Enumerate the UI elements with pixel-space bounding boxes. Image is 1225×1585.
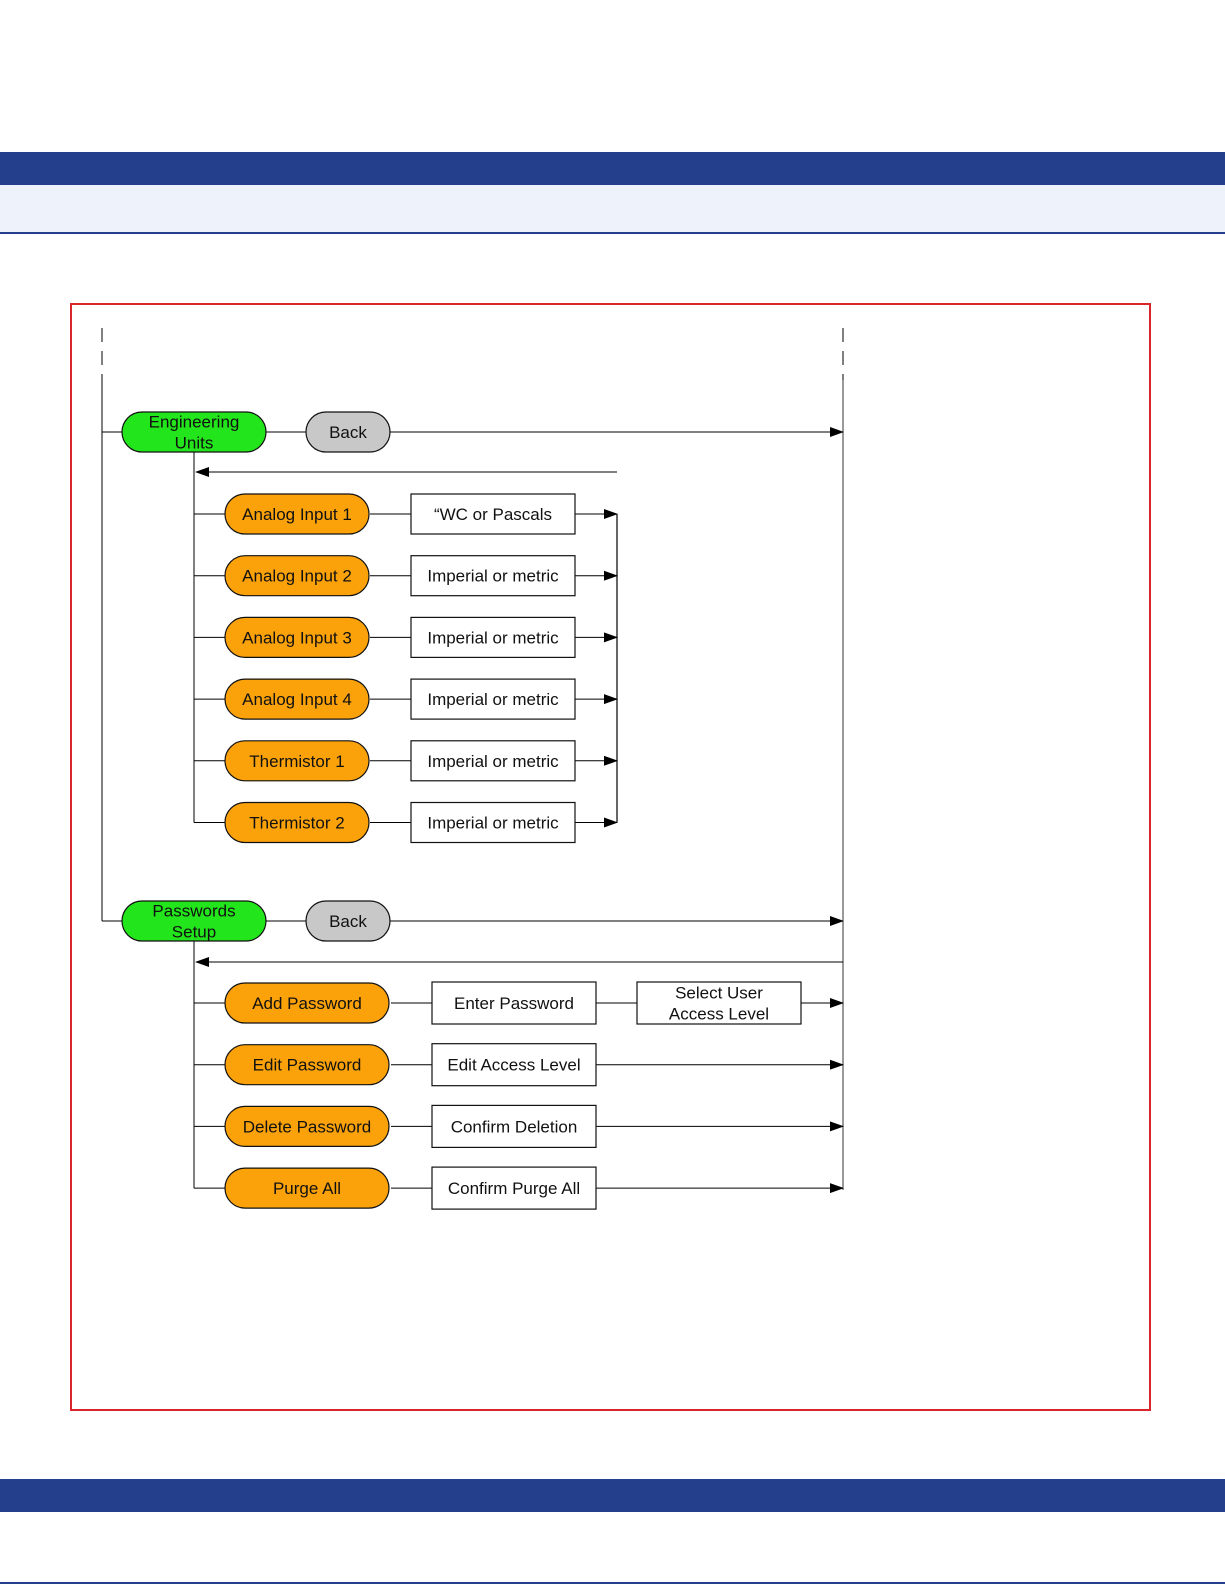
- eu-value-box-1-shape: [410, 493, 576, 535]
- ps-item-node-1[interactable]: Add Password: [224, 982, 390, 1024]
- footer-band: [0, 1479, 1225, 1512]
- header-band: [0, 152, 1225, 185]
- ps-step-box-1-1-shape: [431, 981, 597, 1025]
- eu-value-box-2: Imperial or metric: [410, 555, 576, 597]
- ps-step-box-2-1-label: Edit Access Level: [447, 1056, 580, 1075]
- ps-item-node-4[interactable]: Purge All: [224, 1167, 390, 1209]
- ps-step-box-4-1-shape: [431, 1166, 597, 1210]
- eu-item-node-6-shape: [224, 801, 370, 844]
- ps-step-box-2-1-shape: [431, 1043, 597, 1087]
- eu-value-box-4: Imperial or metric: [410, 678, 576, 720]
- ps-step-box-1-1: Enter Password: [431, 981, 597, 1025]
- eu-item-node-1-shape: [224, 493, 370, 535]
- eu-item-node-5[interactable]: Thermistor 1: [224, 740, 370, 782]
- eu-value-box-2-shape: [410, 555, 576, 597]
- passwords-setup-node-shape: [121, 900, 267, 942]
- diagram-frame: [70, 303, 1151, 1411]
- ps-step-box-3-1-label: Confirm Deletion: [451, 1117, 578, 1136]
- eu-value-box-3: Imperial or metric: [410, 616, 576, 659]
- eu-item-node-5-shape: [224, 740, 370, 782]
- eu-value-box-1-label: “WC or Pascals: [434, 505, 552, 524]
- ps-item-node-2-label: Edit Password: [253, 1056, 362, 1075]
- engineering-units-node-label-line1: Engineering: [149, 413, 240, 432]
- eu-item-node-4-label: Analog Input 4: [242, 690, 352, 709]
- eu-item-node-1-label: Analog Input 1: [242, 505, 352, 524]
- eu-item-node-6-label: Thermistor 2: [249, 814, 344, 833]
- ps-item-node-3-label: Delete Password: [243, 1117, 372, 1136]
- passwords-setup-node-label-line1: Passwords: [152, 902, 235, 921]
- ps-item-node-2[interactable]: Edit Password: [224, 1044, 390, 1086]
- eu-item-node-1[interactable]: Analog Input 1: [224, 493, 370, 535]
- eu-item-node-3-shape: [224, 616, 370, 659]
- ps-step-box-4-1-label: Confirm Purge All: [448, 1179, 580, 1198]
- eu-value-box-3-shape: [410, 616, 576, 659]
- engineering-units-node-shape: [121, 411, 267, 453]
- eu-value-box-5-label: Imperial or metric: [427, 752, 559, 771]
- eu-value-box-3-label: Imperial or metric: [427, 628, 559, 647]
- ps-item-node-3[interactable]: Delete Password: [224, 1105, 390, 1148]
- eu-value-box-4-shape: [410, 678, 576, 720]
- ps-item-node-1-shape: [224, 982, 390, 1024]
- eu-value-box-5-shape: [410, 740, 576, 782]
- eu-value-box-6: Imperial or metric: [410, 801, 576, 844]
- eu-item-node-2-shape: [224, 555, 370, 597]
- ps-step-box-1-2-shape: [636, 981, 802, 1025]
- eu-value-box-2-label: Imperial or metric: [427, 567, 559, 586]
- ps-item-node-4-label: Purge All: [273, 1179, 341, 1198]
- eu-item-node-4[interactable]: Analog Input 4: [224, 678, 370, 720]
- engineering-units-back-node-shape: [305, 411, 391, 453]
- connectors: [101, 328, 844, 1194]
- passwords-setup-back-node-label: Back: [329, 912, 367, 931]
- eu-item-node-2[interactable]: Analog Input 2: [224, 555, 370, 597]
- subheader-band: [0, 185, 1225, 234]
- ps-item-node-1-label: Add Password: [252, 994, 362, 1013]
- footer-rule: [0, 1582, 1225, 1584]
- engineering-units-back-node-label: Back: [329, 423, 367, 442]
- eu-item-node-4-shape: [224, 678, 370, 720]
- eu-item-node-3[interactable]: Analog Input 3: [224, 616, 370, 659]
- eu-item-node-6[interactable]: Thermistor 2: [224, 801, 370, 844]
- ps-item-node-4-shape: [224, 1167, 390, 1209]
- eu-item-node-5-label: Thermistor 1: [249, 752, 344, 771]
- eu-value-box-6-label: Imperial or metric: [427, 814, 559, 833]
- ps-item-node-2-shape: [224, 1044, 390, 1086]
- ps-step-box-1-1-label: Enter Password: [454, 994, 574, 1013]
- ps-step-box-1-2-label-line2: Access Level: [669, 1005, 769, 1024]
- ps-step-box-4-1: Confirm Purge All: [431, 1166, 597, 1210]
- eu-item-node-3-label: Analog Input 3: [242, 628, 352, 647]
- engineering-units-node-label-line2: Units: [175, 434, 214, 453]
- passwords-setup-back-node[interactable]: Back: [305, 900, 391, 942]
- eu-value-box-1: “WC or Pascals: [410, 493, 576, 535]
- eu-value-box-4-label: Imperial or metric: [427, 690, 559, 709]
- passwords-setup-back-node-shape: [305, 900, 391, 942]
- ps-step-box-3-1-shape: [431, 1104, 597, 1149]
- eu-value-box-6-shape: [410, 801, 576, 844]
- eu-item-node-2-label: Analog Input 2: [242, 567, 352, 586]
- eu-value-box-5: Imperial or metric: [410, 740, 576, 782]
- ps-step-box-3-1: Confirm Deletion: [431, 1104, 597, 1149]
- ps-item-node-3-shape: [224, 1105, 390, 1148]
- engineering-units-back-node[interactable]: Back: [305, 411, 391, 453]
- ps-step-box-2-1: Edit Access Level: [431, 1043, 597, 1087]
- ps-step-box-1-2-label-line1: Select User: [675, 984, 763, 1003]
- passwords-setup-node-label-line2: Setup: [172, 923, 216, 942]
